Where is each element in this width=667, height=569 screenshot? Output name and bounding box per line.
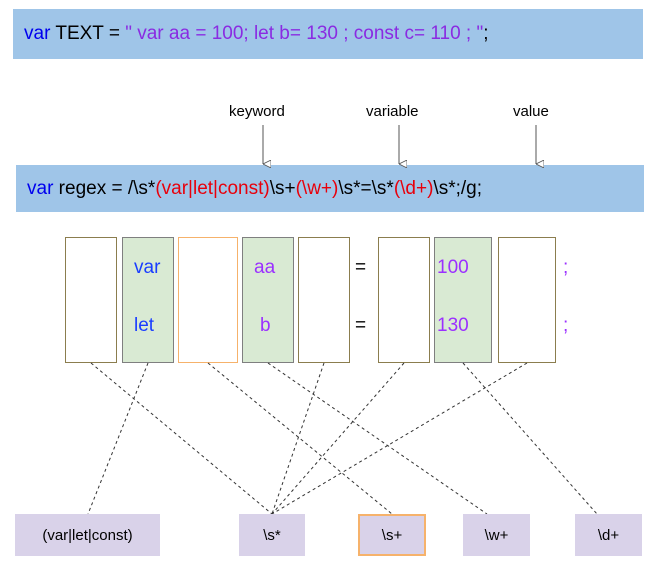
- segment-space-before-equals: [298, 237, 350, 363]
- pattern-digits: \d+: [575, 514, 642, 556]
- map-space-after-equals: [271, 362, 405, 515]
- code-variable-name: TEXT =: [50, 23, 126, 44]
- annotation-arrows: [262, 125, 536, 164]
- segment-trailing-space: [498, 237, 556, 363]
- annotation-value: value: [513, 103, 549, 120]
- mapping-lines: [87, 362, 598, 515]
- code-semicolon: ;: [483, 23, 489, 44]
- row1-equals: =: [355, 257, 367, 278]
- row2-variable: b: [260, 315, 271, 336]
- regex-suffix: \s*;/g;: [433, 177, 482, 199]
- annotation-variable: variable: [366, 103, 419, 120]
- row1-keyword: var: [134, 257, 161, 278]
- pattern-optional-space: \s*: [239, 514, 305, 556]
- row2-value: 130: [437, 315, 469, 336]
- map-required-space: [207, 362, 393, 515]
- map-space-before-equals: [271, 362, 325, 515]
- regex-mid-space: \s+: [269, 177, 296, 199]
- pattern-required-space: \s+: [358, 514, 426, 556]
- regex-mid-equals: \s*=\s*: [338, 177, 394, 199]
- regex-line: var regex = /\s*(var|let|const)\s+(\w+)\…: [16, 165, 644, 212]
- regex-group-value: (\d+): [393, 177, 434, 199]
- row1-variable: aa: [254, 257, 276, 278]
- row2-equals: =: [355, 315, 367, 336]
- regex-keyword: var: [27, 177, 54, 199]
- map-trailing-space: [271, 362, 528, 515]
- segment-leading-space: [65, 237, 117, 363]
- pattern-word: \w+: [463, 514, 530, 556]
- row1-value: 100: [437, 257, 469, 278]
- code-keyword: var: [24, 23, 51, 44]
- map-leading-space: [90, 362, 273, 515]
- segment-value: [434, 237, 492, 363]
- annotation-keyword: keyword: [229, 103, 285, 120]
- regex-prefix: regex = /\s*: [53, 177, 156, 199]
- map-value: [462, 362, 598, 515]
- regex-group-variable: (\w+): [295, 177, 339, 199]
- code-string-literal: " var aa = 100; let b= 130 ; const c= 11…: [125, 23, 484, 44]
- pattern-keyword-group: (var|let|const): [15, 514, 160, 556]
- map-keyword: [87, 362, 149, 515]
- segment-variable: [242, 237, 294, 363]
- segment-space-after-equals: [378, 237, 430, 363]
- row2-semicolon: ;: [563, 315, 569, 336]
- map-variable: [267, 362, 488, 515]
- row1-semicolon: ;: [563, 257, 569, 278]
- regex-group-keyword: (var|let|const): [155, 177, 270, 199]
- segment-required-space: [178, 237, 238, 363]
- code-line-text: var TEXT = " var aa = 100; let b= 130 ; …: [13, 9, 643, 59]
- segment-keyword: [122, 237, 174, 363]
- row2-keyword: let: [134, 315, 155, 336]
